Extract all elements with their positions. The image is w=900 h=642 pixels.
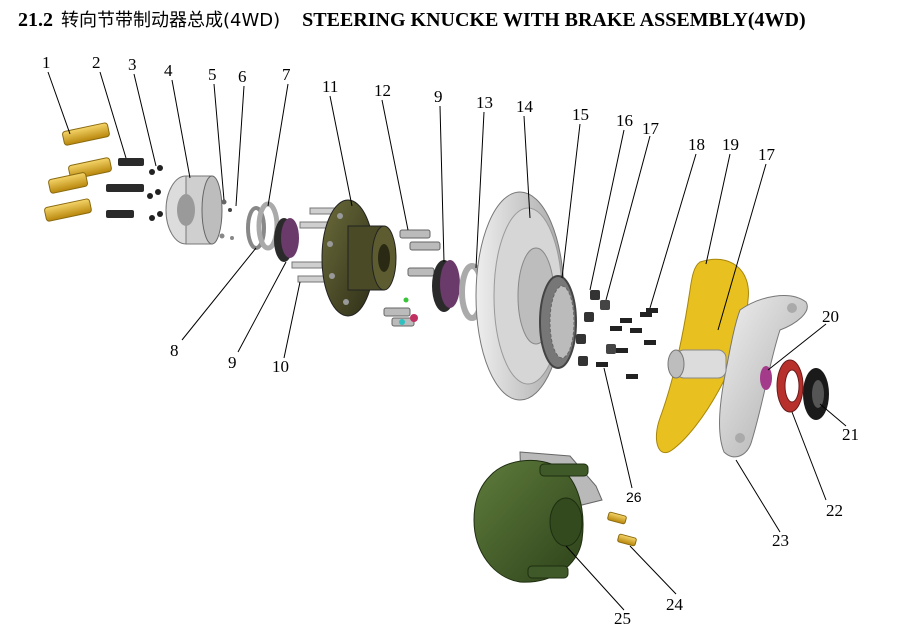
callout-1: 1 xyxy=(42,53,51,72)
callout-18: 18 xyxy=(688,135,705,154)
part-11-hub-flange xyxy=(321,199,397,317)
title-chinese: 转向节带制动器总成(4WD) xyxy=(61,10,281,31)
callout-7: 7 xyxy=(282,65,291,84)
leader-lines xyxy=(47,71,847,611)
part-18-bolts xyxy=(644,308,658,345)
callout-8: 8 xyxy=(170,341,179,360)
callout-17b: 17 xyxy=(758,145,776,164)
callout-6: 6 xyxy=(238,67,247,86)
callout-16: 16 xyxy=(616,111,633,130)
part-22-red-seal xyxy=(776,359,804,413)
part-9-seal-left xyxy=(274,218,299,262)
callout-19: 19 xyxy=(722,135,739,154)
callout-23: 23 xyxy=(772,531,789,550)
callout-22: 22 xyxy=(826,501,843,520)
diagram-title: 21.2 转向节带制动器总成(4WD) STEERING KNUCKE WITH B… xyxy=(18,6,888,34)
callout-13: 13 xyxy=(476,93,493,112)
callout-11: 11 xyxy=(322,77,338,96)
callout-3: 3 xyxy=(128,55,137,74)
callout-24: 24 xyxy=(666,595,684,614)
callout-4: 4 xyxy=(164,61,173,80)
callout-9b: 9 xyxy=(434,87,443,106)
part-16-17-26-fasteners xyxy=(576,290,652,379)
callout-26: 26 xyxy=(626,489,642,505)
callout-17a: 17 xyxy=(642,119,660,138)
callout-5: 5 xyxy=(208,65,217,84)
part-4-hub-housing xyxy=(165,175,223,245)
section-number: 21.2 xyxy=(18,9,53,31)
part-3-washers xyxy=(147,165,163,221)
part-25-brake-caliper xyxy=(473,451,603,583)
part-10-wheel-studs xyxy=(291,207,341,283)
part-15-tone-ring xyxy=(539,275,577,369)
callout-9a: 9 xyxy=(228,353,237,372)
part-12-bolts xyxy=(383,229,441,327)
title-english: STEERING KNUCKE WITH BRAKE ASSEMBLY(4WD) xyxy=(302,9,806,31)
callout-21: 21 xyxy=(842,425,859,444)
callout-10: 10 xyxy=(272,357,289,376)
callout-12: 12 xyxy=(374,81,391,100)
part-2-bolts xyxy=(106,158,144,218)
part-24-brass-bolts xyxy=(607,511,637,547)
part-9-seal-right xyxy=(432,260,460,312)
callout-labels: 1 2 3 4 5 6 7 8 9 10 11 12 9 13 14 15 16… xyxy=(42,53,859,628)
part-1-brass-studs xyxy=(44,122,112,222)
part-21-black-seal xyxy=(803,368,829,420)
part-7-8-rings xyxy=(246,201,280,251)
callout-15: 15 xyxy=(572,105,589,124)
part-20-seal xyxy=(760,366,772,390)
callout-25: 25 xyxy=(614,609,631,628)
part-5-6-pins xyxy=(219,199,234,240)
callout-14: 14 xyxy=(516,97,534,116)
callout-20: 20 xyxy=(822,307,839,326)
callout-2: 2 xyxy=(92,53,101,72)
